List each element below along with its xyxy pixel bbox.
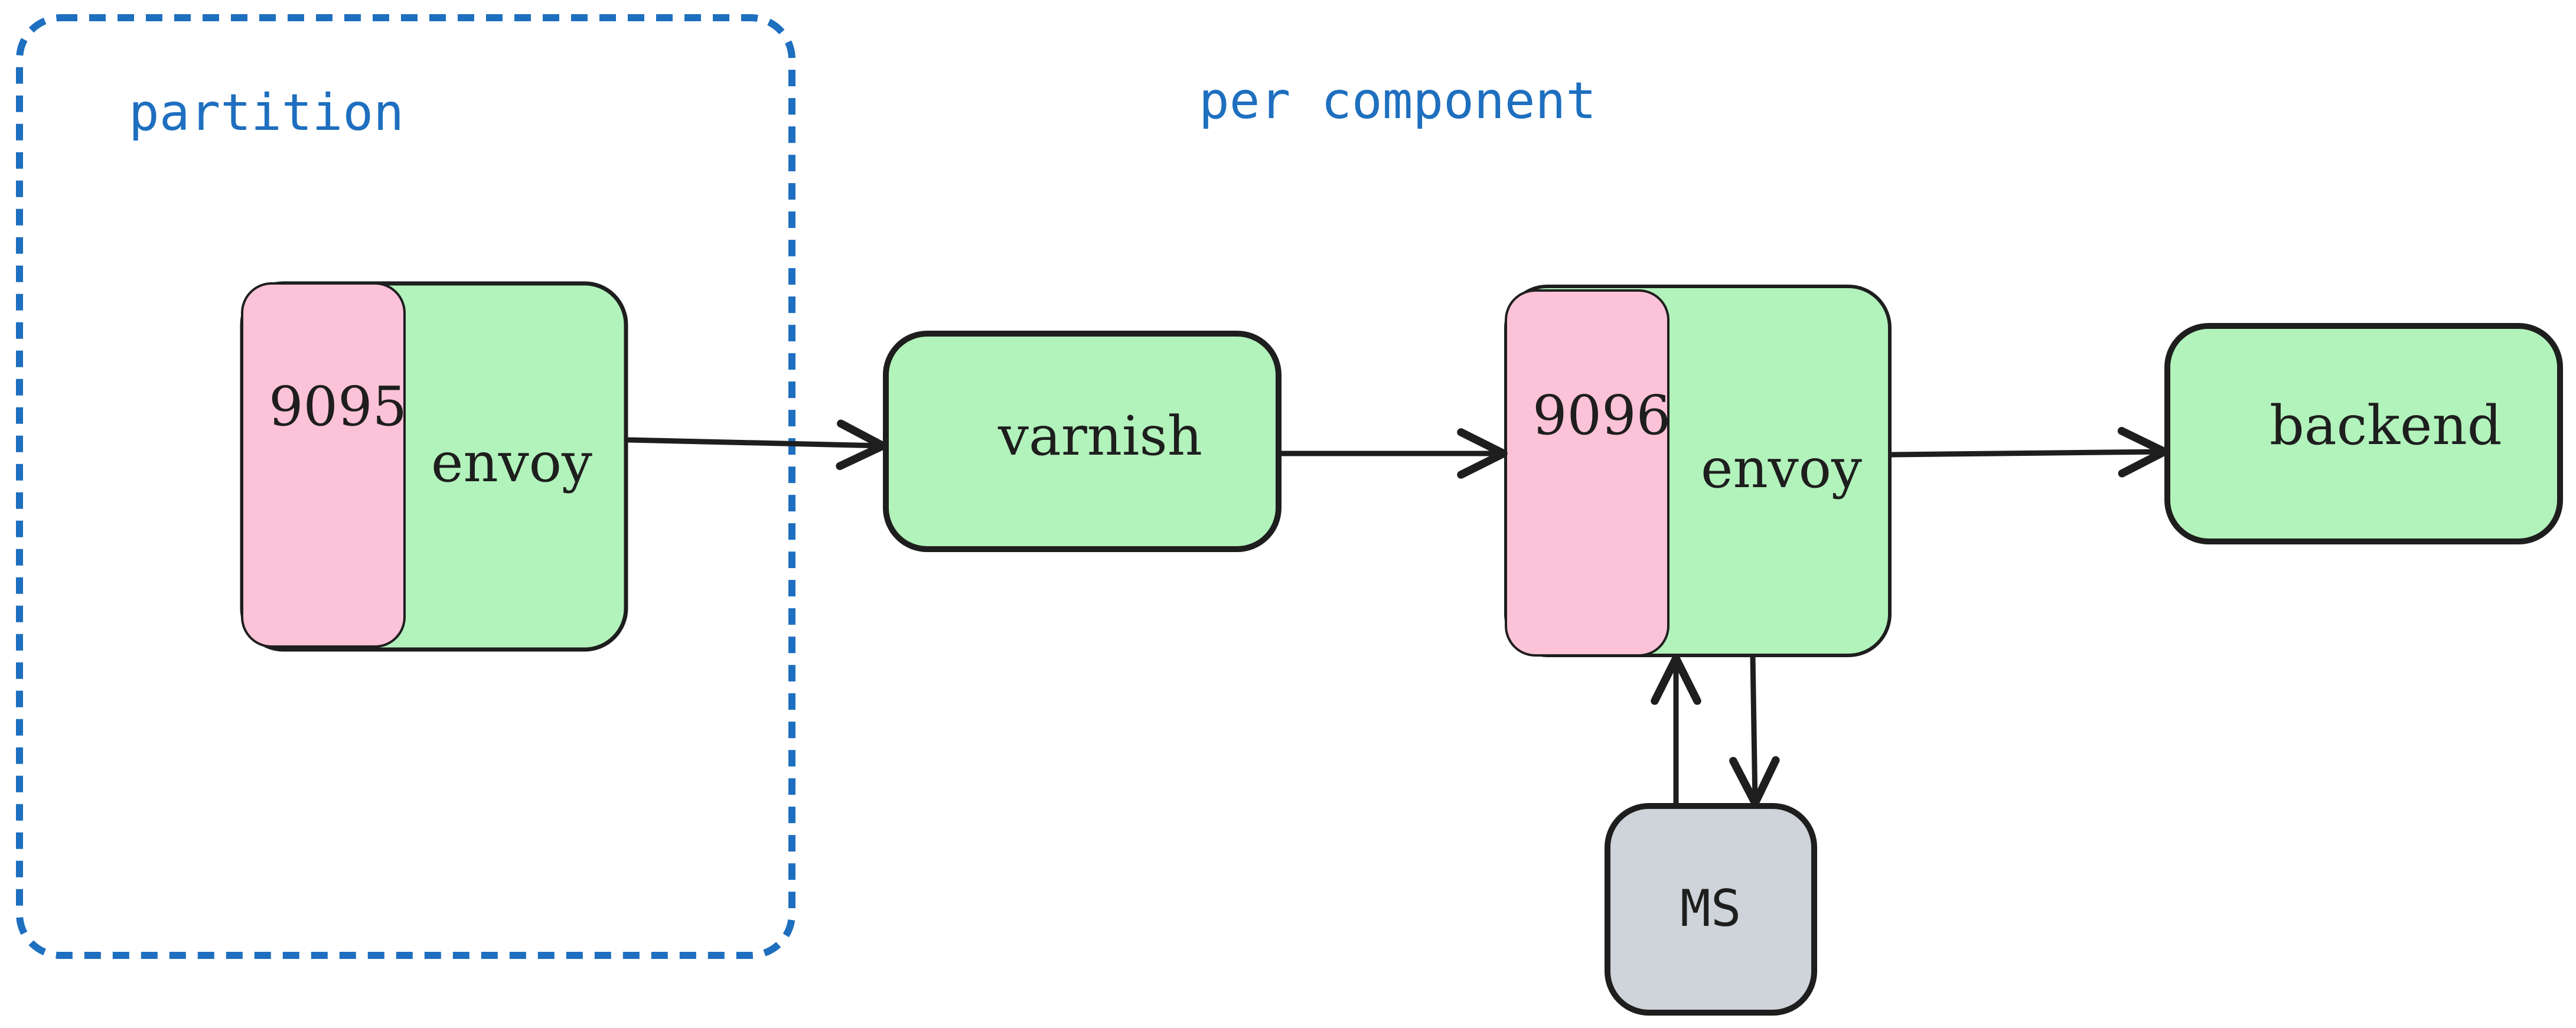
partition-label: partition [129,83,404,142]
port-label-9095: 9095 [269,375,407,438]
port-block-9095 [241,282,406,648]
arrow-envoy-right-to-ms [1729,654,1780,807]
envoy-node-left: 9095 envoy [240,281,628,652]
arrow-envoy-left-to-varnish [625,419,887,471]
varnish-node: varnish [883,331,1282,552]
varnish-label: varnish [997,404,1202,468]
arrow-envoy-right-to-backend [1889,427,2169,478]
envoy-label-left: envoy [431,431,592,494]
ms-label: MS [1680,879,1742,938]
backend-label: backend [2270,394,2502,457]
per-component-label: per component [1199,71,1596,130]
port-label-9096: 9096 [1532,384,1671,447]
ms-node: MS [1605,803,1817,1016]
envoy-label-right: envoy [1701,437,1862,500]
backend-node: backend [2164,323,2563,544]
envoy-node-right: 9096 envoy [1504,285,1892,657]
partition-boundary [16,14,795,959]
port-block-9096 [1505,289,1669,657]
